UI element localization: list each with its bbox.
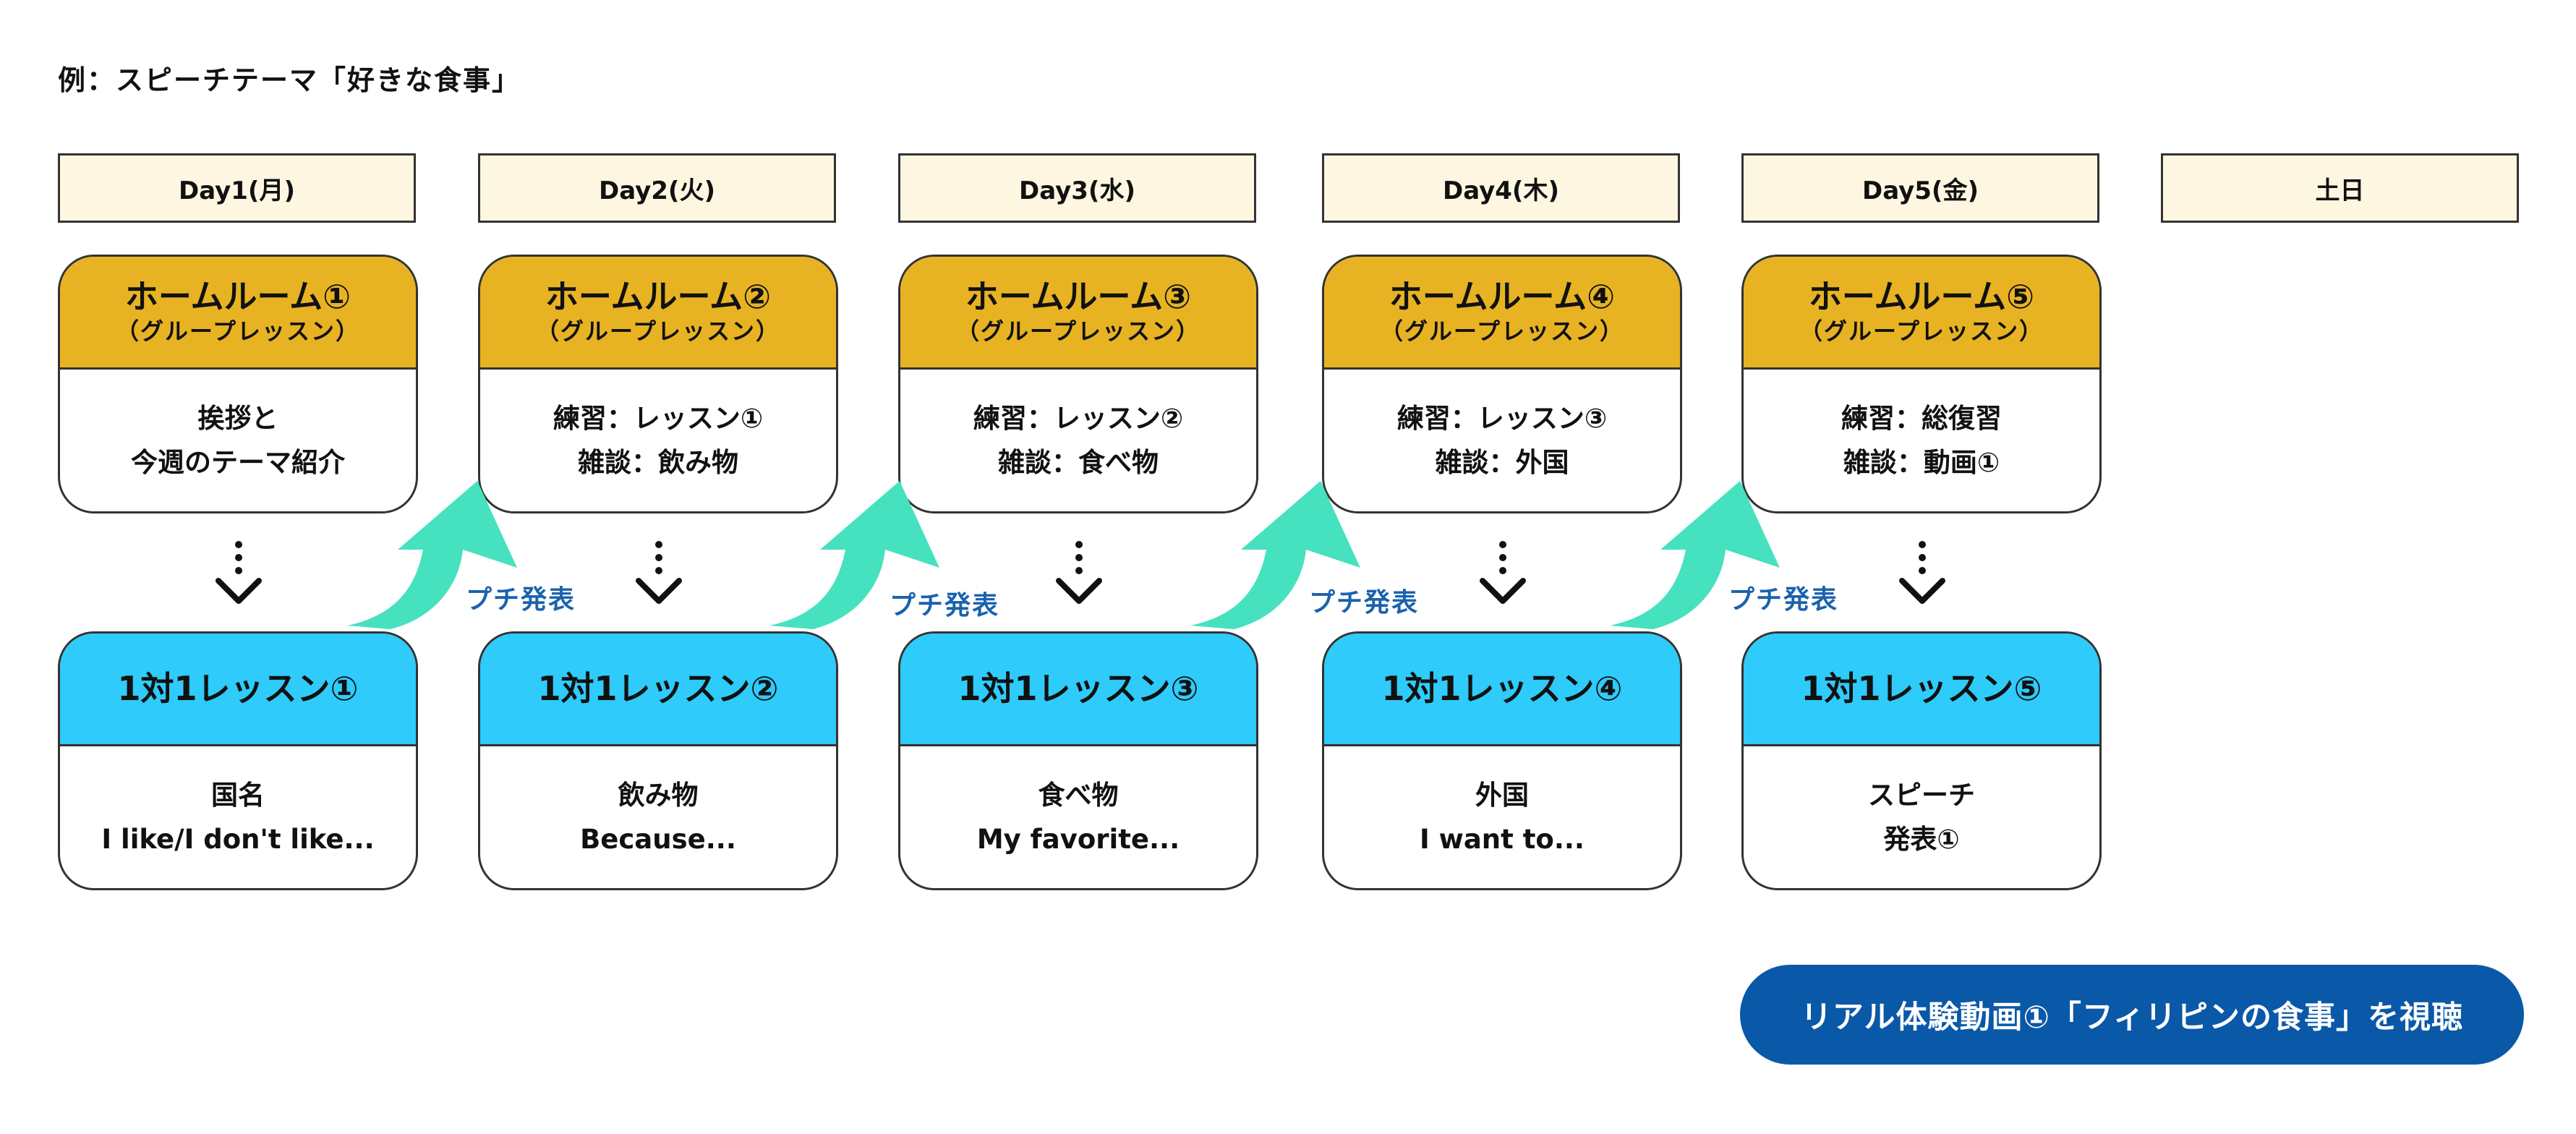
homeroom-line1: 練習：レッスン② bbox=[973, 402, 1184, 434]
homeroom-card-header: ホームルーム⑤ （グループレッスン） bbox=[1744, 257, 2099, 370]
lesson-line2: I want to... bbox=[1420, 824, 1585, 855]
lesson-card-header: 1対1レッスン③ bbox=[900, 634, 1256, 746]
homeroom-subtitle: （グループレッスン） bbox=[1799, 317, 2044, 346]
lesson-line2: 発表① bbox=[1883, 824, 1960, 855]
one-on-one-card-2: 1対1レッスン② 飲み物 Because... bbox=[478, 631, 838, 890]
homeroom-card-header: ホームルーム② （グループレッスン） bbox=[480, 257, 836, 370]
lesson-title: 1対1レッスン④ bbox=[1381, 668, 1623, 708]
dotted-down-arrow-icon bbox=[216, 541, 262, 604]
lesson-line1: 国名 bbox=[211, 779, 265, 811]
page-title: 例：スピーチテーマ「好きな食事」 bbox=[58, 64, 521, 96]
homeroom-subtitle: （グループレッスン） bbox=[1379, 317, 1625, 346]
homeroom-card-5: ホームルーム⑤ （グループレッスン） 練習：総復習 雑談：動画① bbox=[1741, 255, 2102, 513]
lesson-card-body: 飲み物 Because... bbox=[480, 746, 836, 888]
lesson-card-header: 1対1レッスン① bbox=[60, 634, 416, 746]
curved-up-arrow-icon bbox=[1190, 481, 1360, 629]
one-on-one-card-4: 1対1レッスン④ 外国 I want to... bbox=[1322, 631, 1682, 890]
homeroom-card-1: ホームルーム① （グループレッスン） 挨拶と 今週のテーマ紹介 bbox=[58, 255, 418, 513]
homeroom-line2: 雑談：外国 bbox=[1435, 447, 1569, 478]
day-header-2: Day2(火) bbox=[478, 153, 836, 223]
day-header-3: Day3(水) bbox=[898, 153, 1256, 223]
homeroom-line2: 雑談：食べ物 bbox=[998, 447, 1159, 478]
homeroom-card-3: ホームルーム③ （グループレッスン） 練習：レッスン② 雑談：食べ物 bbox=[898, 255, 1258, 513]
day-header-4: Day4(木) bbox=[1322, 153, 1680, 223]
dotted-down-arrow-icon bbox=[1899, 541, 1945, 604]
lesson-line2: My favorite... bbox=[976, 824, 1180, 855]
lesson-title: 1対1レッスン① bbox=[117, 668, 359, 708]
lesson-title: 1対1レッスン⑤ bbox=[1801, 668, 2042, 708]
day-header-1: Day1(月) bbox=[58, 153, 416, 223]
lesson-line2: Because... bbox=[580, 824, 736, 855]
homeroom-line2: 雑談：動画① bbox=[1843, 447, 2000, 478]
homeroom-subtitle: （グループレッスン） bbox=[535, 317, 781, 346]
homeroom-title: ホームルーム⑤ bbox=[1808, 277, 2035, 317]
dotted-down-arrow-icon bbox=[1056, 541, 1102, 604]
homeroom-title: ホームルーム② bbox=[545, 277, 772, 317]
homeroom-line2: 雑談：飲み物 bbox=[578, 447, 738, 478]
homeroom-card-4: ホームルーム④ （グループレッスン） 練習：レッスン③ 雑談：外国 bbox=[1322, 255, 1682, 513]
homeroom-title: ホームルーム① bbox=[124, 277, 351, 317]
dotted-down-arrow-icon bbox=[636, 541, 682, 604]
homeroom-card-body: 挨拶と 今週のテーマ紹介 bbox=[60, 370, 416, 511]
homeroom-card-header: ホームルーム① （グループレッスン） bbox=[60, 257, 416, 370]
day-header-5: Day5(金) bbox=[1741, 153, 2099, 223]
petit-presentation-label: プチ発表 bbox=[1309, 588, 1420, 618]
homeroom-card-body: 練習：レッスン② 雑談：食べ物 bbox=[900, 370, 1256, 511]
lesson-card-body: 国名 I like/I don't like... bbox=[60, 746, 416, 888]
homeroom-line1: 練習：レッスン③ bbox=[1396, 402, 1608, 434]
lesson-card-header: 1対1レッスン④ bbox=[1324, 634, 1680, 746]
homeroom-line1: 挨拶と bbox=[197, 402, 278, 434]
homeroom-card-body: 練習：レッスン③ 雑談：外国 bbox=[1324, 370, 1680, 511]
homeroom-card-2: ホームルーム② （グループレッスン） 練習：レッスン① 雑談：飲み物 bbox=[478, 255, 838, 513]
lesson-card-body: スピーチ 発表① bbox=[1744, 746, 2099, 888]
dotted-down-arrow-icon bbox=[1480, 541, 1526, 604]
homeroom-card-body: 練習：レッスン① 雑談：飲み物 bbox=[480, 370, 836, 511]
one-on-one-card-5: 1対1レッスン⑤ スピーチ 発表① bbox=[1741, 631, 2102, 890]
homeroom-line1: 練習：レッスン① bbox=[553, 402, 764, 434]
homeroom-title: ホームルーム④ bbox=[1389, 277, 1616, 317]
lesson-line1: 飲み物 bbox=[618, 779, 699, 811]
homeroom-subtitle: （グループレッスン） bbox=[955, 317, 1201, 346]
homeroom-line1: 練習：総復習 bbox=[1841, 402, 2002, 434]
one-on-one-card-3: 1対1レッスン③ 食べ物 My favorite... bbox=[898, 631, 1258, 890]
petit-presentation-label: プチ発表 bbox=[1728, 585, 1839, 615]
lesson-card-header: 1対1レッスン⑤ bbox=[1744, 634, 2099, 746]
curved-up-arrow-icon bbox=[769, 481, 939, 629]
day-header-weekend: 土日 bbox=[2161, 153, 2519, 223]
lesson-title: 1対1レッスン③ bbox=[958, 668, 1199, 708]
petit-presentation-label: プチ発表 bbox=[890, 591, 1000, 621]
watch-video-button[interactable]: リアル体験動画①「フィリピンの食事」を視聴 bbox=[1740, 965, 2524, 1065]
lesson-line2: I like/I don't like... bbox=[101, 824, 375, 855]
homeroom-subtitle: （グループレッスン） bbox=[115, 317, 361, 346]
curved-up-arrow-icon bbox=[1610, 481, 1780, 629]
lesson-line1: 食べ物 bbox=[1038, 779, 1119, 811]
lesson-line1: スピーチ bbox=[1868, 779, 1975, 811]
homeroom-card-header: ホームルーム③ （グループレッスン） bbox=[900, 257, 1256, 370]
homeroom-card-header: ホームルーム④ （グループレッスン） bbox=[1324, 257, 1680, 370]
one-on-one-card-1: 1対1レッスン① 国名 I like/I don't like... bbox=[58, 631, 418, 890]
lesson-card-body: 外国 I want to... bbox=[1324, 746, 1680, 888]
curved-up-arrow-icon bbox=[347, 481, 517, 629]
homeroom-title: ホームルーム③ bbox=[965, 277, 1192, 317]
homeroom-card-body: 練習：総復習 雑談：動画① bbox=[1744, 370, 2099, 511]
lesson-line1: 外国 bbox=[1475, 779, 1529, 811]
homeroom-line2: 今週のテーマ紹介 bbox=[131, 447, 345, 478]
lesson-card-header: 1対1レッスン② bbox=[480, 634, 836, 746]
petit-presentation-label: プチ発表 bbox=[466, 585, 576, 615]
lesson-title: 1対1レッスン② bbox=[537, 668, 779, 708]
lesson-card-body: 食べ物 My favorite... bbox=[900, 746, 1256, 888]
